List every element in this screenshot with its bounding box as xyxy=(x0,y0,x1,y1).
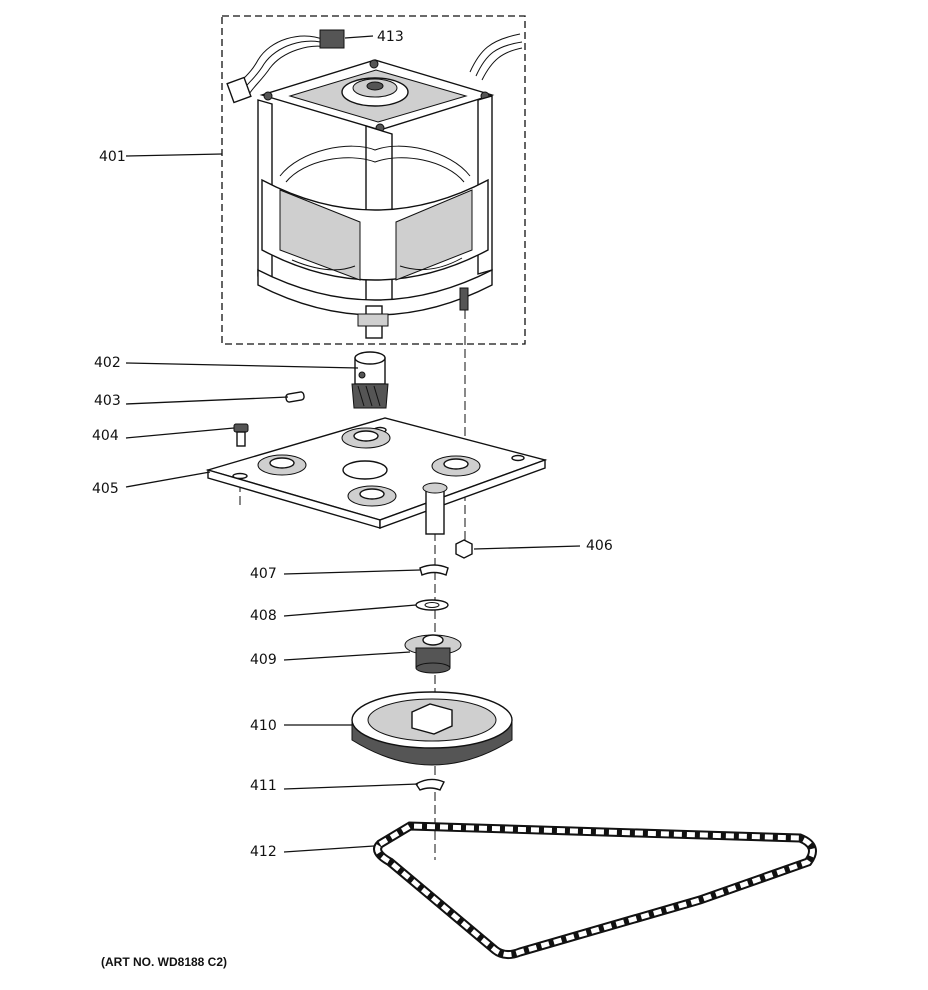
callout-402: 402 xyxy=(94,355,121,371)
callout-413: 413 xyxy=(377,29,404,45)
hex-nut xyxy=(455,539,473,559)
sprocket xyxy=(404,634,462,674)
pinion-gear xyxy=(351,351,389,409)
callout-409: 409 xyxy=(250,652,277,668)
e-clip xyxy=(419,564,449,576)
callout-406: 406 xyxy=(586,538,613,554)
drive-chain xyxy=(373,821,817,960)
motor-assembly-box xyxy=(221,15,526,345)
callout-401: 401 xyxy=(99,149,126,165)
leader-lines xyxy=(125,35,581,853)
motor-drawing xyxy=(226,29,523,339)
roll-pin xyxy=(285,391,305,403)
callout-405: 405 xyxy=(92,481,119,497)
washer xyxy=(415,599,449,611)
art-number: (ART NO. WD8188 C2) xyxy=(101,955,227,969)
callout-411: 411 xyxy=(250,778,277,794)
large-gear xyxy=(351,691,513,766)
callout-407: 407 xyxy=(250,566,277,582)
mounting-plate xyxy=(205,417,548,535)
screw xyxy=(233,423,249,447)
callout-404: 404 xyxy=(92,428,119,444)
callout-403: 403 xyxy=(94,393,121,409)
retaining-clip xyxy=(415,778,445,791)
callout-408: 408 xyxy=(250,608,277,624)
callout-410: 410 xyxy=(250,718,277,734)
callout-412: 412 xyxy=(250,844,277,860)
